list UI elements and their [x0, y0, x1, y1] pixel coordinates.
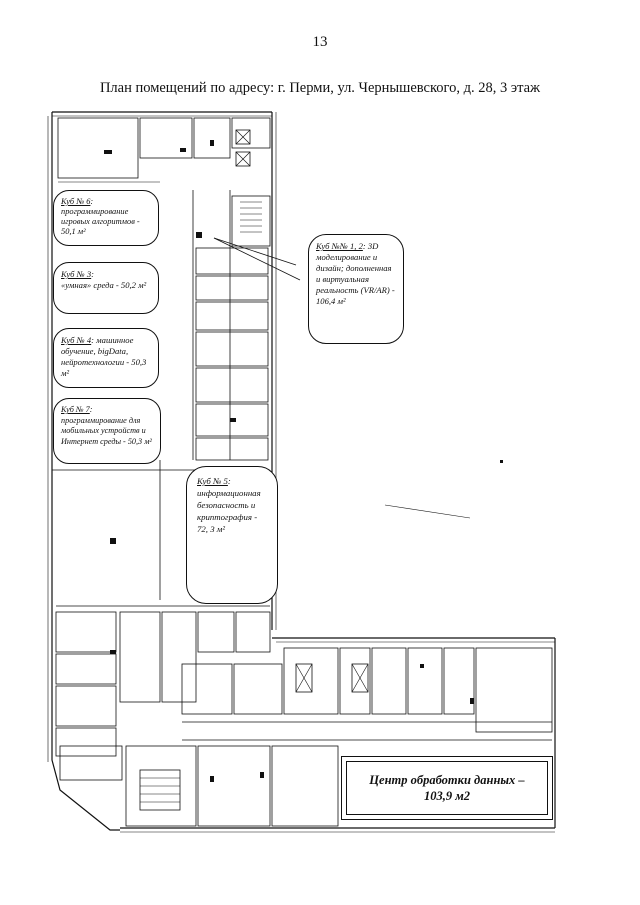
kub-5-callout: Куб № 5: информационная безопасность и к…: [186, 466, 278, 604]
kub-3-callout: Куб № 3: «умная» среда - 50,2 м²: [53, 262, 159, 314]
kub-7-text: : программирование для мобильных устройс…: [61, 405, 152, 446]
kub-7-callout: Куб № 7: программирование для мобильных …: [53, 398, 161, 464]
kub-4-callout: Куб № 4: машинное обучение, bigData, ней…: [53, 328, 159, 388]
kub-1-2-label: Куб №№ 1, 2: [316, 241, 363, 251]
kub-1-2-text: : 3D моделирование и дизайн; дополненная…: [316, 241, 395, 306]
kub-6-text: : программирование игровых алгоритмов - …: [61, 197, 140, 236]
page-title: План помещений по адресу: г. Перми, ул. …: [99, 80, 541, 96]
kub-6-callout: Куб № 6: программирование игровых алгори…: [53, 190, 159, 246]
kub-4-text: : машинное обучение, bigData, нейротехно…: [61, 335, 147, 378]
data-center-box: Центр обработки данных – 103,9 м2: [341, 756, 553, 820]
kub-5-label: Куб № 5: [197, 476, 228, 486]
kub-3-text: : «умная» среда - 50,2 м²: [61, 269, 147, 290]
kub-7-label: Куб № 7: [61, 405, 90, 414]
kub-5-text: : информационная безопасность и криптогр…: [197, 476, 261, 534]
page-number: 13: [312, 34, 328, 50]
data-center-line1: Центр обработки данных –: [369, 773, 525, 787]
kub-3-label: Куб № 3: [61, 269, 92, 279]
kub-6-label: Куб № 6: [61, 197, 91, 206]
data-center-line2: 103,9 м2: [423, 789, 471, 803]
kub-4-label: Куб № 4: [61, 335, 92, 345]
kub-1-2-callout: Куб №№ 1, 2: 3D моделирование и дизайн; …: [308, 234, 404, 344]
data-center-label: Центр обработки данных – 103,9 м2: [346, 761, 548, 815]
